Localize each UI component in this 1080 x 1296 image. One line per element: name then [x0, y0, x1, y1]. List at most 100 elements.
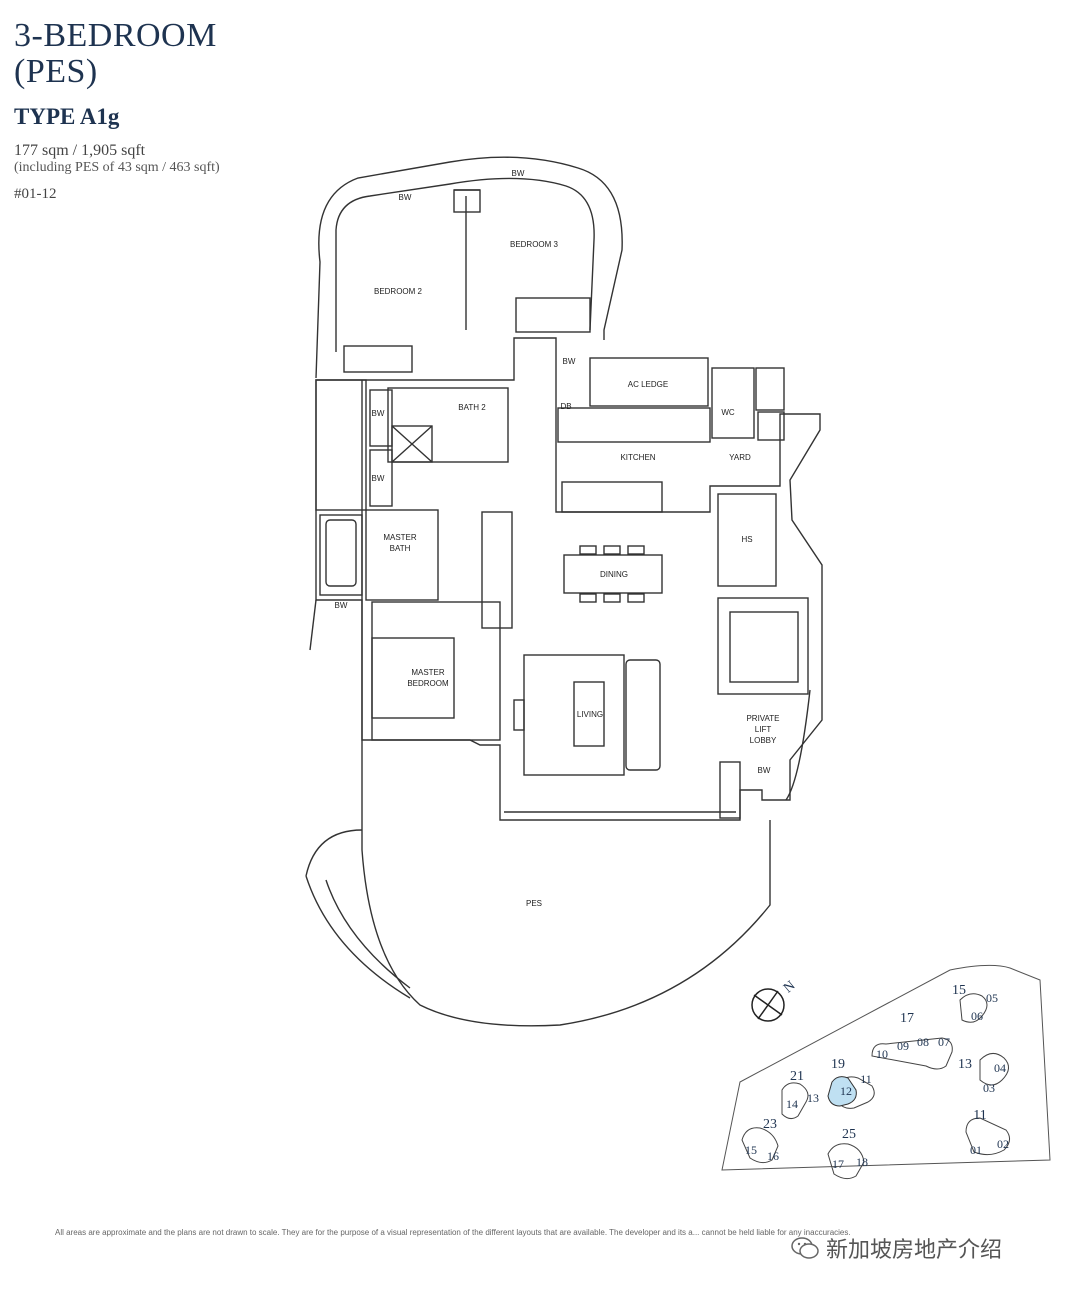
unit-labels: 05 06 10 09 08 07 04 03 14 13 12 11 15 1…: [745, 991, 1009, 1171]
coffee-table: [573, 681, 605, 747]
label-lift-1: PRIVATE: [746, 714, 779, 723]
unit-area: 177 sqm / 1,905 sqft: [14, 142, 146, 159]
unit-12-highlight: [827, 1076, 857, 1107]
label-db: DB: [560, 402, 571, 411]
label-bw: BW: [335, 601, 348, 610]
unit-17: 17: [832, 1157, 844, 1171]
watermark-text: 新加坡房地产介绍: [826, 1238, 1003, 1263]
unit-15: 15: [745, 1143, 757, 1157]
label-bedroom-2: BEDROOM 2: [374, 287, 423, 296]
label-master-bath-2: BATH: [390, 544, 411, 553]
walls: [305, 156, 823, 1027]
block-15: 15: [952, 983, 966, 998]
label-bath-2: BATH 2: [458, 403, 486, 412]
master-bed: [371, 637, 455, 719]
unit-04: 04: [994, 1061, 1006, 1075]
label-master-bath-1: MASTER: [383, 533, 417, 542]
unit-02: 02: [997, 1137, 1009, 1151]
lift-shaft: [717, 597, 809, 695]
bw-cabinet: [369, 449, 393, 507]
unit-18: 18: [856, 1155, 868, 1169]
site-boundary: [721, 964, 1051, 1171]
unit-03: 03: [983, 1081, 995, 1095]
label-living: LIVING: [577, 710, 603, 719]
wc-shower: [755, 367, 785, 411]
north-label: N: [781, 978, 798, 996]
unit-09: 09: [897, 1039, 909, 1053]
household-shelter: [717, 493, 777, 587]
unit-type: TYPE A1g: [14, 104, 120, 129]
unit-08: 08: [917, 1035, 929, 1049]
pes-outline: [361, 740, 771, 1027]
label-bw: BW: [758, 766, 771, 775]
unit-13: 13: [807, 1091, 819, 1105]
unit-07: 07: [938, 1035, 950, 1049]
block-11: 11: [973, 1108, 986, 1123]
wechat-icon: [791, 1237, 819, 1259]
tv-console: [513, 699, 525, 731]
shower-x: [391, 425, 433, 463]
label-bw: BW: [399, 193, 412, 202]
curved-wall: [785, 689, 811, 801]
kitchen-counter: [557, 407, 711, 443]
label-ac-ledge: AC LEDGE: [628, 380, 668, 389]
pes-steps: [305, 829, 411, 999]
kitchen-counter: [561, 481, 663, 513]
wall: [309, 599, 317, 651]
block-labels: 15 17 19 21 13 23 25 11: [763, 983, 987, 1142]
block-21: 21: [790, 1069, 804, 1084]
label-bw: BW: [372, 409, 385, 418]
label-lift-2: LIFT: [755, 725, 772, 734]
header: 3-BEDROOM (PES) TYPE A1g 177 sqm / 1,905…: [14, 18, 220, 203]
ac-ledge: [589, 357, 709, 407]
label-master-bedroom-1: MASTER: [411, 668, 445, 677]
label-yard: YARD: [729, 453, 751, 462]
bw-cabinet: [369, 389, 393, 447]
label-pes: PES: [526, 899, 542, 908]
label-bedroom-3: BEDROOM 3: [510, 240, 559, 249]
label-wc: WC: [721, 408, 735, 417]
wardrobe: [481, 511, 513, 629]
pes-area: (including PES of 43 sqm / 463 sqft): [14, 160, 220, 175]
dining-table: [563, 554, 663, 594]
label-bw: BW: [563, 357, 576, 366]
label-bw: BW: [372, 474, 385, 483]
block-23: 23: [763, 1117, 777, 1132]
block-19: 19: [831, 1057, 845, 1072]
title-line-2: (PES): [14, 53, 98, 90]
disclaimer: All areas are approximate and the plans …: [55, 1228, 851, 1237]
unit-05: 05: [986, 991, 998, 1005]
wardrobe: [343, 345, 413, 373]
label-kitchen: KITCHEN: [620, 453, 655, 462]
label-bw: BW: [512, 169, 525, 178]
key-plan: N 15 17 19 21 13 23 25 11 05 06 10 09: [721, 964, 1051, 1180]
sofa: [625, 659, 661, 771]
block-shapes: [741, 993, 1010, 1180]
title-line-1: 3-BEDROOM: [14, 17, 217, 54]
watermark: 新加坡房地产介绍: [790, 1232, 1002, 1264]
unit-10: 10: [876, 1047, 888, 1061]
block-13: 13: [958, 1057, 972, 1072]
block-17: 17: [900, 1011, 914, 1026]
bathtub-inner: [325, 519, 357, 587]
wall: [315, 379, 367, 511]
label-lift-3: LOBBY: [750, 736, 777, 745]
unit-14: 14: [786, 1097, 798, 1111]
dining-chairs: [579, 545, 645, 603]
unit-01: 01: [970, 1143, 982, 1157]
block-25: 25: [842, 1127, 856, 1142]
room-labels: BEDROOM 2 BEDROOM 3 BATH 2 MASTER BATH M…: [335, 169, 780, 908]
unit-06: 06: [971, 1009, 983, 1023]
bath-2: [387, 387, 509, 463]
label-master-bedroom-2: BEDROOM: [407, 679, 449, 688]
unit-number: #01-12: [14, 186, 57, 202]
bedroom-wing-inner: [335, 177, 595, 352]
unit-12: 12: [840, 1084, 852, 1098]
north-arrow: [751, 988, 785, 1022]
cabinet: [719, 761, 741, 819]
unit-16: 16: [767, 1149, 779, 1163]
label-dining: DINING: [600, 570, 628, 579]
unit-11: 11: [860, 1072, 872, 1086]
master-bath: [365, 509, 439, 601]
